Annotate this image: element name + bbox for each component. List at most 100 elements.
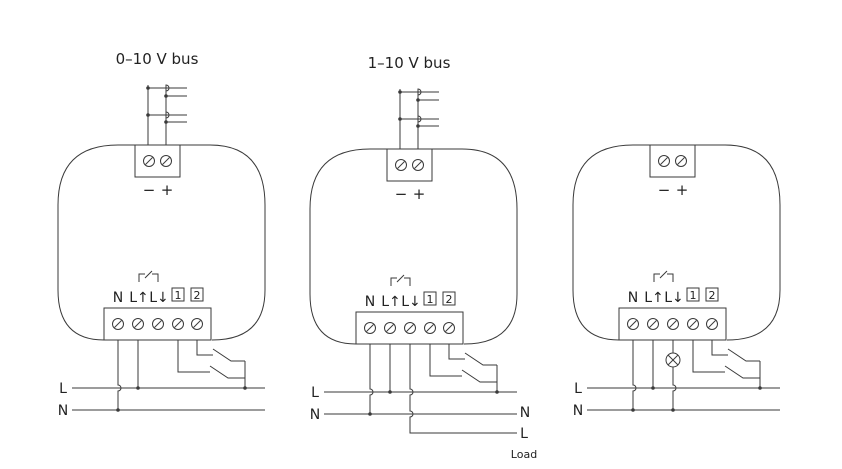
screw-icon	[667, 318, 679, 330]
wire-with-crossover	[417, 88, 422, 149]
screw-icon	[687, 318, 699, 330]
screw-icon	[191, 318, 203, 330]
relay-contact-icon	[138, 270, 159, 282]
switch-1-wire	[692, 340, 760, 379]
junction-dot	[631, 408, 635, 412]
screw-icon	[132, 318, 144, 330]
switch-2-wire	[448, 344, 497, 366]
screw-slot	[677, 157, 685, 165]
screw-slot	[406, 324, 414, 332]
relay-contact-icon	[653, 270, 674, 282]
screw-slot	[426, 324, 434, 332]
junction-dot	[388, 390, 392, 394]
load-l-wire	[409, 344, 517, 434]
plus-label: +	[676, 181, 689, 199]
screw-icon	[112, 318, 124, 330]
screw-slot	[445, 324, 453, 332]
switch-1-wire	[177, 340, 245, 379]
junction-dot	[164, 120, 168, 124]
load-l-label: L	[520, 426, 528, 442]
minus-label: −	[395, 185, 408, 203]
screw-slot	[174, 320, 182, 328]
line-l-label: L	[311, 385, 319, 401]
terminal-label-1: 1	[427, 293, 434, 306]
screw-slot	[366, 324, 374, 332]
plus-label: +	[161, 181, 174, 199]
terminal-label-l-out: L↓	[664, 290, 684, 306]
junction-dot	[398, 90, 402, 94]
wire-with-crossover	[672, 367, 677, 410]
wire-with-crossover	[165, 84, 170, 145]
diagram-title: 0–10 V bus	[116, 50, 199, 68]
terminal-label-l-in: L↑	[129, 290, 149, 306]
junction-dot	[164, 94, 168, 98]
terminal-1-box	[686, 287, 700, 302]
diagram-title: 1–10 V bus	[368, 54, 451, 72]
main-terminal-block	[103, 307, 212, 341]
line-n-label: N	[58, 403, 68, 419]
junction-dot	[398, 117, 402, 121]
wire-with-crossover	[632, 340, 637, 410]
junction-dot	[758, 386, 762, 390]
screw-icon	[412, 159, 424, 171]
minus-label: −	[658, 181, 671, 199]
screw-icon	[384, 322, 396, 334]
line-n-label: N	[573, 403, 583, 419]
screw-icon	[364, 322, 376, 334]
terminal-1-box	[171, 287, 185, 302]
switch-2-wire	[711, 340, 760, 362]
screw-slot	[660, 157, 668, 165]
device-outline	[309, 148, 518, 345]
line-n-label: N	[310, 407, 320, 423]
screw-icon	[424, 322, 436, 334]
screw-icon	[160, 155, 172, 167]
screw-slot	[134, 320, 142, 328]
terminal-label-n: N	[113, 290, 123, 306]
terminal-label-2: 2	[446, 293, 453, 306]
lamp-cross	[667, 354, 679, 366]
terminal-label-n: N	[628, 290, 638, 306]
screw-slot	[193, 320, 201, 328]
switch-2-wire	[196, 340, 245, 362]
terminal-label-l-out: L↓	[149, 290, 169, 306]
terminal-label-1: 1	[690, 289, 697, 302]
terminal-label-n: N	[365, 294, 375, 310]
bus-terminal-block	[649, 144, 696, 178]
bus-terminal-block	[134, 144, 181, 178]
terminal-label-1: 1	[175, 289, 182, 302]
junction-dot	[146, 86, 150, 90]
screw-slot	[669, 320, 677, 328]
screw-slot	[114, 320, 122, 328]
terminal-label-2: 2	[709, 289, 716, 302]
minus-label: −	[143, 181, 156, 199]
screw-slot	[397, 161, 405, 169]
screw-icon	[143, 155, 155, 167]
screw-slot	[154, 320, 162, 328]
load-n-label: N	[520, 405, 530, 421]
screw-slot	[145, 157, 153, 165]
junction-dot	[495, 390, 499, 394]
screw-slot	[414, 161, 422, 169]
screw-icon	[627, 318, 639, 330]
junction-dot	[416, 98, 420, 102]
line-l-label: L	[59, 381, 67, 397]
screw-slot	[649, 320, 657, 328]
terminal-2-box	[442, 291, 456, 306]
relay-contact-icon	[390, 274, 411, 286]
screw-icon	[647, 318, 659, 330]
terminal-label-l-in: L↑	[644, 290, 664, 306]
terminal-2-box	[705, 287, 719, 302]
terminal-label-2: 2	[194, 289, 201, 302]
screw-slot	[162, 157, 170, 165]
screw-slot	[689, 320, 697, 328]
junction-dot	[416, 124, 420, 128]
screw-icon	[658, 155, 670, 167]
line-l-label: L	[574, 381, 582, 397]
terminal-label-l-in: L↑	[381, 294, 401, 310]
screw-slot	[386, 324, 394, 332]
screw-icon	[152, 318, 164, 330]
